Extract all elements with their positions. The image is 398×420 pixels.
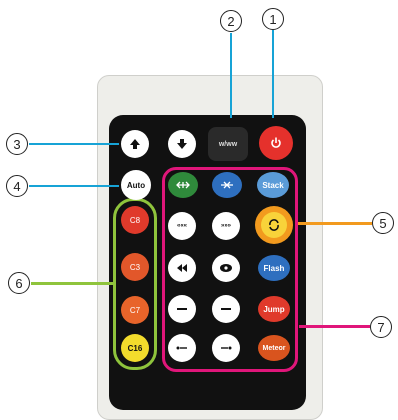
up-button[interactable] <box>121 130 149 158</box>
callout-1-line <box>272 30 274 118</box>
c16-label: C16 <box>127 343 143 353</box>
callout-5-line <box>295 222 372 225</box>
callout-7: 7 <box>370 316 392 338</box>
minus-icon <box>177 308 187 310</box>
c3-label: C3 <box>129 262 141 272</box>
power-button[interactable] <box>259 126 293 160</box>
effect-group-outline <box>162 167 298 372</box>
loop-button-inner <box>261 212 287 238</box>
meteor-button[interactable]: Meteor <box>258 335 290 361</box>
loop-button[interactable] <box>255 206 293 244</box>
c8-label: C8 <box>129 215 141 225</box>
power-icon <box>271 137 281 148</box>
c7-button[interactable]: C7 <box>121 296 149 324</box>
callout-7-label: 7 <box>377 319 385 335</box>
callout-4-label: 4 <box>13 178 21 194</box>
split-button[interactable] <box>168 172 198 198</box>
eye-icon <box>220 264 232 272</box>
split-arrows-icon <box>176 181 190 189</box>
callout-6-line <box>31 282 114 285</box>
minus-icon <box>221 308 231 310</box>
callout-3-label: 3 <box>13 136 21 152</box>
converge-button[interactable] <box>212 172 242 198</box>
rewind-icon <box>177 264 187 272</box>
converge-arrows-icon <box>221 181 233 189</box>
speed-up-label: »»» <box>220 223 231 229</box>
dots-right-icon <box>221 346 232 350</box>
callout-5: 5 <box>372 212 394 234</box>
c8-button[interactable]: C8 <box>121 206 149 234</box>
flash-label: Flash <box>263 263 285 273</box>
flash-button[interactable]: Flash <box>258 255 290 281</box>
meteor-label: Meteor <box>262 344 286 352</box>
minus-right-button[interactable] <box>212 295 240 323</box>
c3-button[interactable]: C3 <box>121 253 149 281</box>
callout-2-label: 2 <box>227 13 235 29</box>
callout-3: 3 <box>6 133 28 155</box>
c7-label: C7 <box>129 305 141 315</box>
speed-down-button[interactable]: ««« <box>168 212 196 240</box>
jump-button[interactable]: Jump <box>258 296 290 322</box>
arrow-down-icon <box>177 139 187 149</box>
callout-1: 1 <box>262 8 284 30</box>
speed-down-label: ««« <box>176 223 187 229</box>
dots-left-icon <box>176 346 187 350</box>
callout-2-line <box>230 33 232 118</box>
warm-white-button[interactable]: w/ww <box>208 127 248 161</box>
auto-button[interactable]: Auto <box>121 170 151 200</box>
c16-button[interactable]: C16 <box>121 334 149 362</box>
down-button[interactable] <box>168 130 196 158</box>
callout-6-label: 6 <box>15 275 23 291</box>
callout-4-line <box>29 185 119 187</box>
stack-label: Stack <box>262 180 284 190</box>
dots-left-button[interactable] <box>168 334 196 362</box>
jump-label: Jump <box>263 304 285 314</box>
speed-up-button[interactable]: »»» <box>212 212 240 240</box>
direction-left-button[interactable] <box>168 254 196 282</box>
warm-white-label: w/ww <box>218 140 238 148</box>
stack-button[interactable]: Stack <box>257 172 289 198</box>
dots-right-button[interactable] <box>212 334 240 362</box>
minus-left-button[interactable] <box>168 295 196 323</box>
callout-4: 4 <box>6 175 28 197</box>
callout-1-label: 1 <box>269 11 277 27</box>
callout-6: 6 <box>8 272 30 294</box>
loop-icon <box>269 219 279 231</box>
eye-button[interactable] <box>212 254 240 282</box>
callout-3-line <box>29 143 119 145</box>
callout-5-label: 5 <box>379 215 387 231</box>
callout-7-line <box>299 325 370 328</box>
arrow-up-icon <box>130 139 140 149</box>
callout-2: 2 <box>220 10 242 32</box>
auto-label: Auto <box>126 180 146 190</box>
